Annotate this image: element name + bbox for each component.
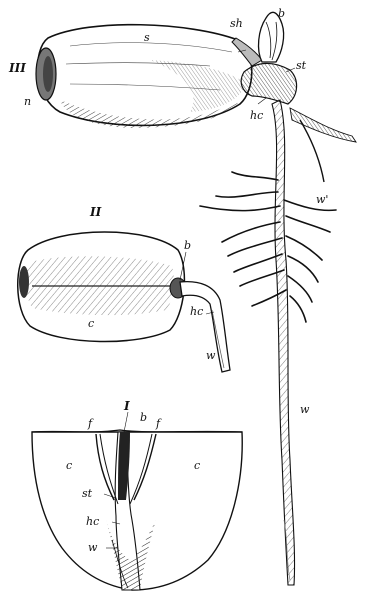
- panel-i-drawing: [32, 430, 242, 590]
- label-c-ii: c: [88, 318, 94, 329]
- panel-iii-numeral: III: [9, 62, 26, 74]
- label-w-i: w: [88, 542, 97, 553]
- label-st-iii: st: [296, 60, 306, 71]
- label-st-i: st: [82, 488, 92, 499]
- panel-ii-numeral: II: [90, 206, 101, 218]
- label-sh: sh: [230, 18, 243, 29]
- label-hc-iii: hc: [250, 110, 263, 121]
- label-c-right: c: [194, 460, 200, 471]
- radicle-hc-w: [180, 282, 230, 372]
- taproot-w: [272, 100, 295, 585]
- label-s: s: [144, 32, 150, 43]
- label-f-right: f: [156, 418, 160, 429]
- label-n: n: [24, 96, 31, 107]
- label-w-prime: w': [316, 194, 328, 205]
- label-b-iii: b: [278, 8, 285, 19]
- label-b-i: b: [140, 412, 147, 423]
- stalk-st: [241, 63, 296, 104]
- label-hc-ii: hc: [190, 306, 203, 317]
- label-w-ii: w: [206, 350, 215, 361]
- panel-ii-drawing: [18, 232, 230, 372]
- panel-i-numeral: I: [124, 400, 130, 412]
- label-f-left: f: [88, 418, 92, 429]
- label-b-ii: b: [184, 240, 191, 251]
- label-hc-i: hc: [86, 516, 99, 527]
- label-c-left: c: [66, 460, 72, 471]
- label-w-iii: w: [300, 404, 309, 415]
